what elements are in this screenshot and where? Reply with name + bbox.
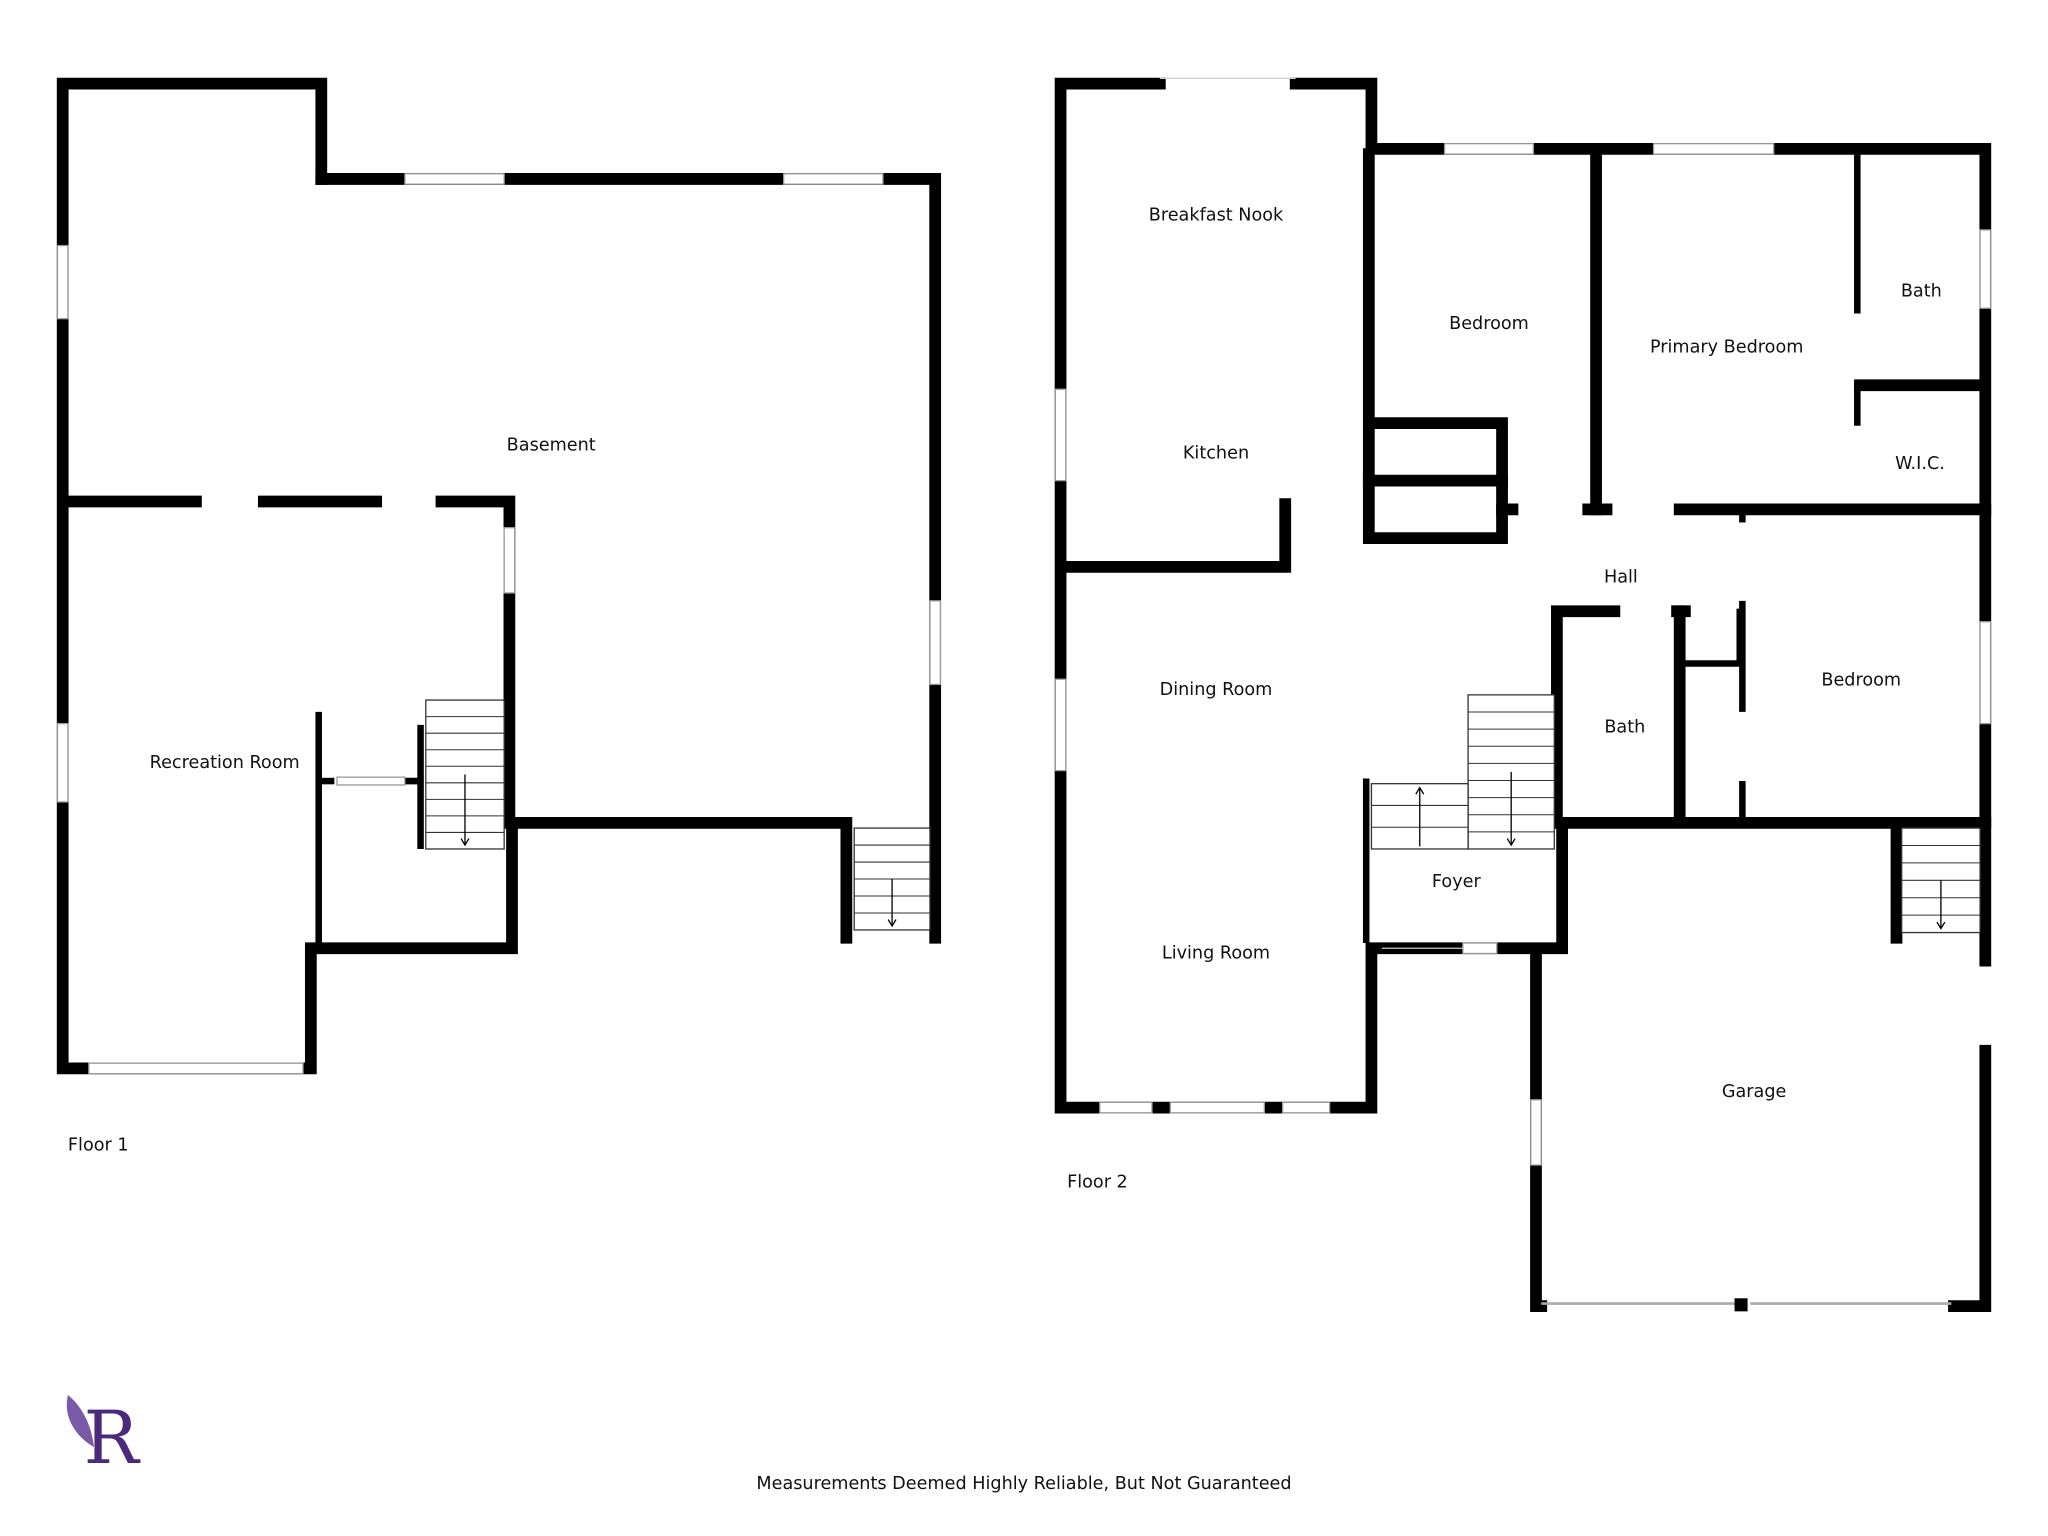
room-label-primary-bedroom: Primary Bedroom (1650, 338, 1803, 358)
room-label-foyer: Foyer (1432, 872, 1482, 892)
stair-arrow-icon (460, 774, 470, 847)
floor-2-label: Floor 2 (1067, 1172, 1128, 1192)
floor-1-windows (56, 173, 942, 1075)
disclaimer: Measurements Deemed Highly Reliable, But… (756, 1474, 1291, 1494)
logo: R (66, 1394, 141, 1481)
floor-1-label: Floor 1 (68, 1136, 129, 1156)
room-label-bath: Bath (1901, 281, 1942, 301)
room-label-bath-2: Bath (1604, 718, 1645, 738)
room-label-kitchen: Kitchen (1183, 443, 1249, 463)
room-label-recreation-room: Recreation Room (150, 753, 300, 773)
floor-2-stairs (1370, 694, 1981, 934)
room-label-wic: W.I.C. (1895, 454, 1945, 474)
room-label-basement: Basement (507, 436, 596, 456)
room-label-bedroom: Bedroom (1449, 314, 1529, 334)
room-label-living-room: Living Room (1162, 944, 1270, 964)
room-label-dining-room: Dining Room (1160, 680, 1273, 700)
stair-arrow-icon (887, 879, 897, 928)
floor-2-windows (1054, 77, 1992, 1305)
stair-arrow-icon (1506, 771, 1516, 847)
stair-arrow-icon (1415, 786, 1425, 847)
floor-1-stairs (425, 699, 931, 931)
room-label-garage: Garage (1722, 1082, 1787, 1102)
room-label-hall: Hall (1604, 568, 1638, 588)
room-label-bedroom-2: Bedroom (1821, 671, 1901, 691)
svg-text:R: R (84, 1396, 141, 1481)
stair-arrow-icon (1936, 880, 1946, 930)
floor-1-walls (56, 77, 942, 1075)
room-label-breakfast-nook: Breakfast Nook (1149, 206, 1284, 226)
